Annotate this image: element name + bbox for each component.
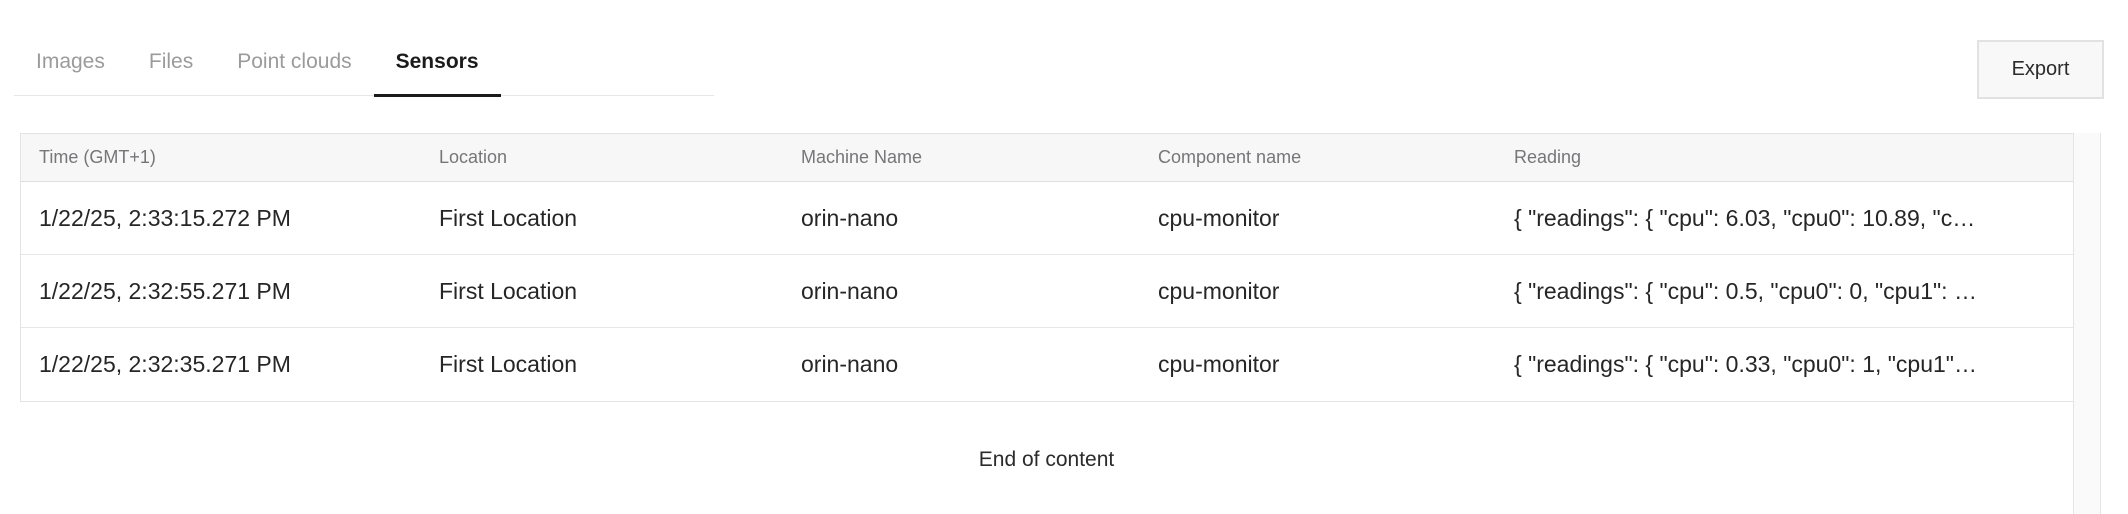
table-row[interactable]: 1/22/25, 2:32:55.271 PM First Location o… [21, 255, 2073, 328]
component-name-cell: cpu-monitor [1158, 204, 1280, 231]
table-header-row: Time (GMT+1) Location Machine Name Compo… [21, 134, 2073, 182]
column-header-location: Location [439, 147, 508, 167]
tab-sensors[interactable]: Sensors [373, 50, 501, 97]
location-cell: First Location [439, 351, 578, 377]
column-header-machine-name: Machine Name [801, 147, 923, 167]
location-cell: First Location [439, 204, 578, 231]
tab-point-clouds[interactable]: Point clouds [237, 50, 352, 73]
reading-cell: { "readings": { "cpu": 6.03, "cpu0": 10.… [1514, 204, 1976, 231]
table-row[interactable]: 1/22/25, 2:32:35.271 PM First Location o… [21, 328, 2073, 401]
machine-name-cell: orin-nano [801, 351, 899, 377]
column-header-component-name: Component name [1158, 147, 1302, 167]
time-cell: 1/22/25, 2:32:55.271 PM [39, 277, 291, 304]
time-cell: 1/22/25, 2:33:15.272 PM [39, 204, 291, 231]
component-name-cell: cpu-monitor [1158, 277, 1280, 304]
table-row[interactable]: 1/22/25, 2:33:15.272 PM First Location o… [21, 182, 2073, 255]
component-name-cell: cpu-monitor [1158, 351, 1280, 377]
tab-files[interactable]: Files [148, 50, 194, 73]
column-header-reading: Reading [1514, 147, 1582, 167]
time-cell: 1/22/25, 2:32:35.271 PM [39, 351, 291, 377]
reading-cell: { "readings": { "cpu": 0.5, "cpu0": 0, "… [1514, 277, 1977, 304]
machine-name-cell: orin-nano [801, 204, 899, 231]
location-cell: First Location [439, 277, 578, 304]
reading-cell: { "readings": { "cpu": 0.33, "cpu0": 1, … [1514, 351, 1977, 377]
column-header-time: Time (GMT+1) [39, 147, 156, 167]
vertical-scrollbar[interactable] [2073, 133, 2101, 514]
sensor-readings-table: Time (GMT+1) Location Machine Name Compo… [20, 133, 2073, 402]
end-of-content-label: End of content [978, 448, 1115, 471]
export-button[interactable]: Export [1977, 40, 2104, 99]
machine-name-cell: orin-nano [801, 277, 899, 304]
tab-bar: Images Files Point clouds Sensors [14, 0, 714, 97]
tab-images[interactable]: Images [36, 50, 105, 73]
